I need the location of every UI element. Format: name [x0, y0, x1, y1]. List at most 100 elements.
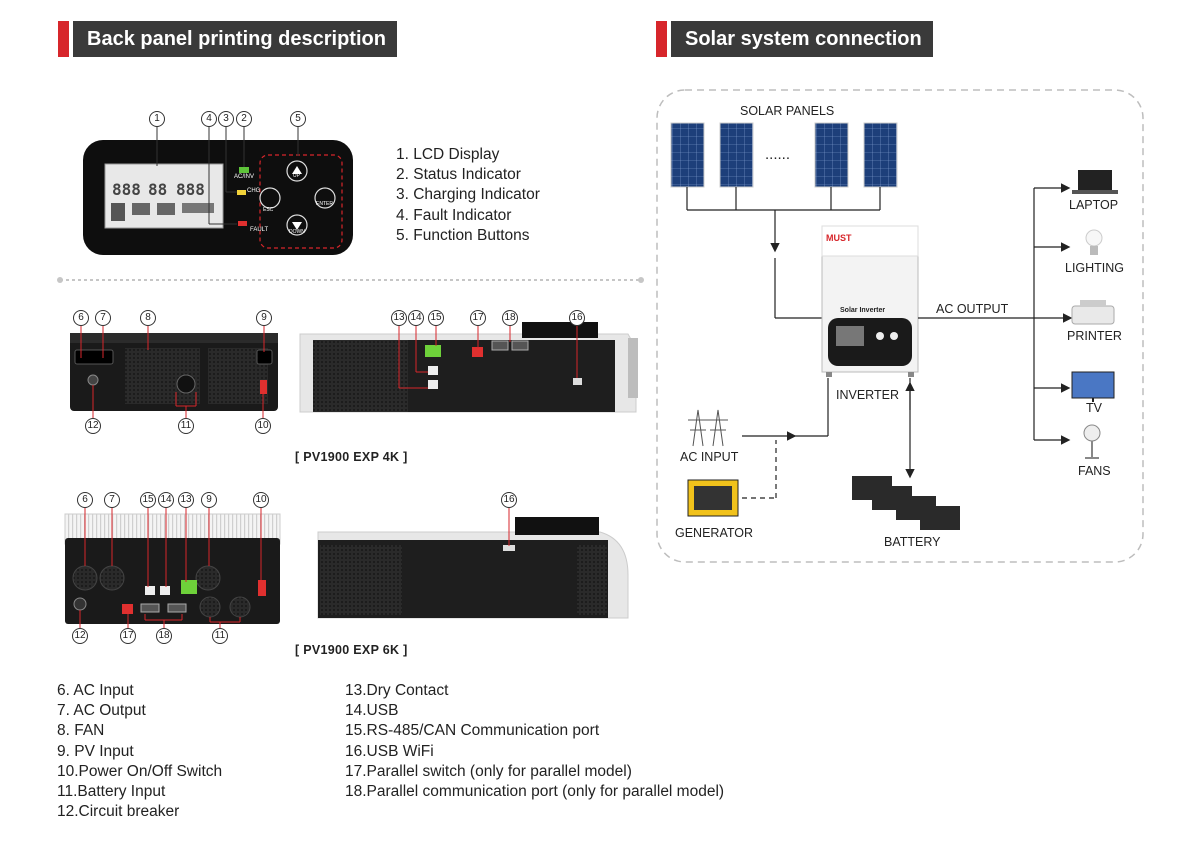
side-view-6k	[317, 508, 629, 619]
battery-label: BATTERY	[884, 535, 941, 549]
solar-panels	[670, 122, 898, 188]
inverter-brand: MUST	[826, 233, 852, 243]
list-item: 7. AC Output	[57, 702, 146, 720]
list-item: 16.USB WiFi	[345, 742, 434, 760]
up-label: UP	[293, 173, 300, 179]
list-item: 4. Fault Indicator	[396, 206, 512, 224]
list-item: 3. Charging Indicator	[396, 186, 540, 204]
solar-title: Solar system connection	[671, 21, 933, 57]
callout-4k-rs485: 15	[428, 310, 444, 326]
inverter-badge: Solar Inverter	[840, 307, 886, 314]
list-item: 9. PV Input	[57, 742, 134, 760]
back-panel-header: Back panel printing description	[58, 21, 397, 57]
esc-button	[259, 187, 281, 209]
svg-text:888: 888	[176, 180, 205, 199]
chg-label: CHG	[247, 188, 261, 194]
callout-4k-dry-contact: 13	[391, 310, 407, 326]
list-item: 10.Power On/Off Switch	[57, 762, 223, 780]
callout-6k-ac-output: 7	[104, 492, 120, 508]
model-6k-label: [ PV1900 EXP 6K ]	[295, 643, 408, 657]
callout-6k-parallel-switch: 17	[120, 628, 136, 644]
inverter-unit	[821, 225, 919, 377]
generator-label: GENERATOR	[675, 526, 754, 540]
header-accent	[58, 21, 69, 57]
list-item: 1. LCD Display	[396, 146, 500, 163]
back-view-4k	[70, 326, 278, 418]
callout-6k-rs485: 15	[140, 492, 156, 508]
callout-lcd: 1	[149, 111, 165, 127]
ac-input-label: AC INPUT	[680, 450, 739, 464]
callout-4k-wifi: 16	[569, 310, 585, 326]
callout-4k-parallel-port: 18	[502, 310, 518, 326]
list-item: 11.Battery Input	[57, 783, 166, 801]
enter-label: ENTER	[316, 201, 333, 207]
esc-label: ESC	[263, 207, 274, 213]
printer-icon	[1071, 300, 1115, 325]
list-item: 5. Function Buttons	[396, 226, 530, 244]
callout-6k-usb: 14	[158, 492, 174, 508]
side-view-4k	[299, 322, 638, 413]
lightbulb-icon	[1085, 229, 1103, 255]
solar-header: Solar system connection	[656, 21, 933, 57]
list-item: 18.Parallel communication port (only for…	[345, 783, 725, 801]
header-accent	[656, 21, 667, 57]
callout-charging: 3	[218, 111, 234, 127]
battery-icon	[852, 476, 960, 530]
ac-input-tower-icon	[688, 409, 728, 447]
inverter-label: INVERTER	[836, 388, 899, 402]
port-list-left: 6. AC Input 7. AC Output 8. FAN 9. PV In…	[57, 681, 222, 822]
ac-inv-led	[239, 167, 249, 173]
ac-output-label: AC OUTPUT	[936, 302, 1009, 316]
solar-system-diagram	[656, 89, 1144, 563]
callout-4k-ac-input: 6	[73, 310, 89, 326]
callout-4k-parallel-switch: 17	[470, 310, 486, 326]
callout-4k-breaker: 12	[85, 418, 101, 434]
list-item: 14.USB	[345, 702, 399, 720]
svg-text:888: 888	[112, 180, 141, 199]
lighting-label: LIGHTING	[1065, 261, 1125, 275]
front-panel: 888 88 888	[83, 126, 353, 255]
svg-text:88: 88	[148, 180, 167, 199]
callout-4k-switch: 10	[255, 418, 271, 434]
callout-4k-ac-output: 7	[95, 310, 111, 326]
callout-6k-pv-input: 9	[201, 492, 217, 508]
list-item: 8. FAN	[57, 722, 105, 740]
model-4k-label: [ PV1900 EXP 4K ]	[295, 450, 408, 464]
list-item: 13.Dry Contact	[345, 682, 449, 699]
callout-6k-dry-contact: 13	[178, 492, 194, 508]
laptop-icon	[1072, 170, 1118, 194]
callout-4k-usb: 14	[408, 310, 424, 326]
callout-6k-breaker: 12	[72, 628, 88, 644]
callout-status: 2	[236, 111, 252, 127]
enter-button	[314, 187, 336, 209]
back-view-6k	[64, 508, 281, 628]
fault-led	[238, 221, 247, 226]
callout-6k-ac-input: 6	[77, 492, 93, 508]
fan-icon	[1083, 424, 1101, 459]
callout-6k-wifi: 16	[501, 492, 517, 508]
laptop-label: LAPTOP	[1069, 198, 1119, 212]
callout-4k-battery: 11	[178, 418, 194, 434]
callout-fault: 4	[201, 111, 217, 127]
callout-6k-battery: 11	[212, 628, 228, 644]
callout-4k-pv-input: 9	[256, 310, 272, 326]
port-list-right: 13.Dry Contact 14.USB 15.RS-485/CAN Comm…	[345, 681, 724, 802]
back-panel-title: Back panel printing description	[73, 21, 397, 57]
panels-ellipsis: ......	[765, 146, 791, 163]
fans-label: FANS	[1078, 464, 1111, 478]
callout-6k-switch: 10	[253, 492, 269, 508]
ac-inv-label: AC/INV	[234, 174, 255, 180]
tv-icon	[1071, 371, 1115, 402]
printer-label: PRINTER	[1067, 329, 1122, 343]
fault-label: FAULT	[250, 227, 269, 233]
list-item: 2. Status Indicator	[396, 166, 521, 184]
chg-led	[237, 190, 246, 195]
generator-icon	[687, 479, 739, 517]
down-label: DOWN	[289, 229, 305, 235]
list-item: 6. AC Input	[57, 682, 134, 699]
callout-buttons: 5	[290, 111, 306, 127]
list-item: 17.Parallel switch (only for parallel mo…	[345, 762, 632, 780]
tv-label: TV	[1086, 401, 1102, 415]
list-item: 12.Circuit breaker	[57, 803, 180, 821]
